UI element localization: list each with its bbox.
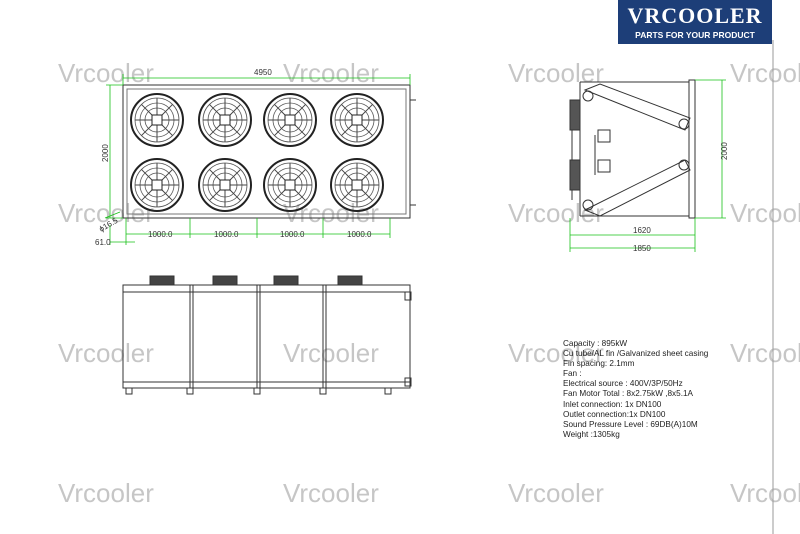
fan-icon (263, 93, 317, 147)
side-view (569, 79, 696, 219)
fan-icon (130, 158, 184, 212)
spec-line: Capacity : 895kW (563, 339, 628, 348)
spec-line: Electrical source : 400V/3P/50Hz (563, 379, 683, 389)
spec-line: Fan Motor Total : 8x2.75kW ,8x5.1A (563, 389, 693, 399)
logo-brand: VRCOOLER (627, 3, 763, 28)
elevation-view (122, 275, 412, 395)
fan-icon (130, 93, 184, 147)
watermark: Vrcooler (508, 338, 604, 368)
fan-icon (198, 93, 252, 147)
spec-line: Weight :1305kg (563, 429, 620, 439)
watermark: Vrcooler (283, 58, 379, 88)
dim-side-width: 1620 (633, 226, 651, 235)
watermark: Vrcooler (730, 58, 800, 88)
dim-pitch-1: 1000.0 (148, 230, 173, 239)
spec-line: Inlet connection: 1x DN100 (563, 399, 662, 409)
fan-icon (263, 158, 317, 212)
spec-line: Cu tube/AL fin /Galvanized sheet casing (563, 349, 709, 359)
watermark: Vrcooler (730, 338, 800, 368)
fan-icon (330, 93, 384, 147)
spec-line: Fan : (563, 369, 582, 379)
dim-edge: 61.0 (95, 238, 111, 247)
dim-pitch-4: 1000.0 (347, 230, 372, 239)
watermark: Vrcooler (283, 198, 379, 228)
front-dimensions (104, 74, 411, 245)
watermark: Vrcooler (58, 338, 154, 368)
logo-tagline: PARTS FOR YOUR PRODUCT (635, 30, 755, 40)
spec-line: Outlet connection:1x DN100 (563, 409, 666, 419)
watermark: Vrcooler (508, 198, 604, 228)
spec-line: Fin spacing: 2.1mm (563, 359, 635, 369)
side-dimensions (569, 79, 726, 252)
dim-length: 4950 (254, 68, 272, 77)
dim-pitch-3: 1000.0 (280, 230, 305, 239)
watermark: Vrcooler (58, 478, 154, 508)
dim-side-height: 2000 (720, 142, 729, 160)
dim-pitch-2: 1000.0 (214, 230, 239, 239)
watermark: Vrcooler (508, 478, 604, 508)
front-view (122, 84, 416, 219)
watermark: Vrcooler (508, 58, 604, 88)
watermark: Vrcooler (58, 58, 154, 88)
fan-icon (330, 158, 384, 212)
brand-logo: VRCOOLER PARTS FOR YOUR PRODUCT (618, 0, 772, 44)
dim-side-total: 1850 (633, 244, 651, 253)
watermark: Vrcooler (730, 198, 800, 228)
watermark: Vrcooler (730, 478, 800, 508)
watermark: Vrcooler (283, 478, 379, 508)
fan-icon (198, 158, 252, 212)
dim-height: 2000 (101, 144, 110, 162)
watermark: Vrcooler (283, 338, 379, 368)
specifications-list: Capacity : 895kW Cu tube/AL fin /Galvani… (563, 339, 708, 440)
spec-line: Sound Pressure Level : 69DB(A)10M (563, 419, 698, 429)
